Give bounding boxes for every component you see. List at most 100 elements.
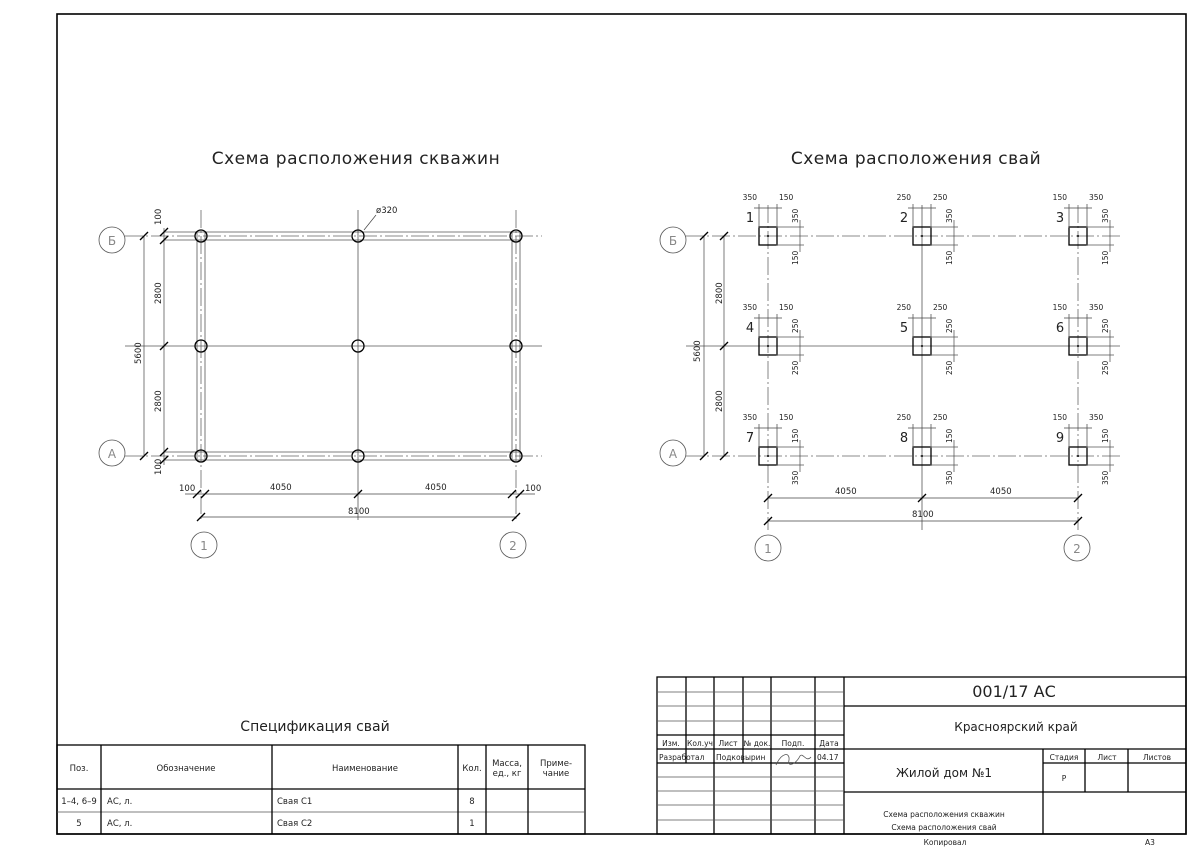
pile-square — [912, 336, 932, 356]
tb-col-podp: Подп. — [782, 739, 805, 748]
pile-dim-top-left: 250 — [897, 413, 912, 422]
bh-axis-label-row-top: Б — [108, 234, 116, 248]
dim-tick — [1073, 493, 1083, 503]
pile-dim-top-left: 250 — [897, 193, 912, 202]
pile-center-dot — [767, 235, 769, 237]
dim-tick — [159, 227, 169, 237]
borehole-circle — [351, 229, 365, 243]
pile-dim-top-left: 150 — [1053, 413, 1068, 422]
pile-dim-side-a: 150 — [1101, 428, 1110, 443]
dim-tick — [515, 489, 525, 499]
sheet-frame — [56, 13, 1187, 835]
pile-dim-side-b: 350 — [791, 470, 800, 485]
pile-dim-top-left: 150 — [1053, 303, 1068, 312]
dim-tick — [196, 512, 206, 522]
pile-dim-top-right: 250 — [933, 193, 948, 202]
title-block: Изм. Кол.уч Лист № док. Подп. Дата Разра… — [656, 676, 1187, 835]
bh-dim-top: 100 — [154, 209, 164, 225]
borehole-circle — [194, 449, 208, 463]
pile-dim-side-b: 350 — [945, 470, 954, 485]
dim-tick — [763, 516, 773, 526]
pile-dim-top-right: 250 — [933, 303, 948, 312]
bh-dim-right-edge: 100 — [525, 484, 541, 494]
pile-dim-side-b: 150 — [945, 250, 954, 265]
spec-header-pos: Поз. — [70, 764, 89, 774]
tb-col-date: Дата — [819, 739, 838, 748]
pile-dim-side-b: 350 — [1101, 470, 1110, 485]
pile-square — [912, 446, 932, 466]
dim-tick — [699, 451, 709, 461]
pile-number: 2 — [900, 211, 908, 226]
pile-specification: Спецификация свай Поз. Обозначение Наиме… — [56, 719, 586, 835]
bh-dim-span2: 4050 — [425, 483, 447, 493]
spec-row2-pos: 5 — [76, 819, 81, 829]
dim-tick — [719, 451, 729, 461]
dim-tick — [763, 493, 773, 503]
pile-square — [758, 446, 778, 466]
dim-tick — [200, 489, 210, 499]
dim-tick — [507, 489, 517, 499]
tb-col-izm: Изм. — [662, 739, 680, 748]
bh-axis-label-col-left: 1 — [200, 539, 208, 553]
pl-axis-bubble-col-left — [754, 534, 782, 562]
pile-dim-side-a: 150 — [945, 428, 954, 443]
pile-number: 1 — [746, 211, 754, 226]
pile-dim-side-b: 250 — [791, 360, 800, 375]
bh-axis-label-row-bottom: А — [108, 447, 117, 461]
pile-dim-top-right: 250 — [933, 413, 948, 422]
spec-title: Спецификация свай — [240, 719, 389, 735]
copied-label: Копировал — [924, 838, 967, 847]
bh-dim-mid2: 2800 — [154, 390, 164, 412]
borehole-circle — [351, 339, 365, 353]
tb-developed-label: Разработал — [659, 753, 705, 762]
pl-axis-bubble-row-bottom — [659, 439, 687, 467]
dim-tick — [159, 447, 169, 457]
bh-axis-label-col-right: 2 — [509, 539, 517, 553]
dim-tick — [719, 341, 729, 351]
pile-dim-side-b: 250 — [1101, 360, 1110, 375]
pile-number: 4 — [746, 321, 754, 336]
spec-header-note: Приме-чание — [540, 759, 572, 779]
tb-col-list: Лист — [718, 739, 738, 748]
pile-center-dot — [767, 345, 769, 347]
bh-dim-mid1: 2800 — [154, 282, 164, 304]
tb-region: Красноярский край — [954, 720, 1077, 734]
pile-square — [1068, 226, 1088, 246]
tb-sheet-title-1: Схема расположения скважин — [883, 810, 1005, 819]
pl-dim-overall: 8100 — [912, 510, 934, 520]
pile-dim-side-b: 150 — [791, 250, 800, 265]
pl-dim-span2: 4050 — [990, 487, 1012, 497]
spec-row1-pos: 1–4, 6–9 — [61, 797, 97, 807]
spec-row2-designation: АС, л. — [107, 819, 132, 829]
tb-col-kol: Кол.уч — [687, 739, 713, 748]
pl-axis-bubble-row-top — [659, 226, 687, 254]
pile-center-dot — [767, 455, 769, 457]
pile-center-dot — [921, 235, 923, 237]
dim-tick — [1073, 516, 1083, 526]
bh-dim-overall: 8100 — [348, 507, 370, 517]
pile-number: 6 — [1056, 321, 1064, 336]
borehole-circle — [509, 229, 523, 243]
spec-row1-name: Свая С1 — [277, 797, 312, 807]
dim-tick — [699, 231, 709, 241]
signature-mark — [775, 754, 812, 766]
dim-tick — [917, 493, 927, 503]
pl-axis-label-row-top: Б — [669, 234, 677, 248]
borehole-circle — [194, 229, 208, 243]
spec-row2-name: Свая С2 — [277, 819, 312, 829]
pile-dim-side-a: 350 — [791, 208, 800, 223]
pl-dim-total: 5600 — [693, 340, 703, 362]
dim-tick — [139, 231, 149, 241]
tb-col-ndoc: № док. — [744, 739, 771, 748]
pl-axis-label-col-right: 2 — [1073, 542, 1081, 556]
tb-sheet-header: Лист — [1097, 753, 1117, 762]
pl-dim-mid2: 2800 — [715, 390, 725, 412]
spec-header-designation: Обозначение — [157, 764, 216, 774]
pile-dim-top-left: 350 — [743, 193, 758, 202]
bh-dim-left-edge: 100 — [179, 484, 195, 494]
pl-dim-mid1: 2800 — [715, 282, 725, 304]
pile-square — [758, 336, 778, 356]
pile-square — [1068, 336, 1088, 356]
pile-dim-side-a: 250 — [945, 318, 954, 333]
pile-plan-title: Схема расположения свай — [791, 149, 1041, 169]
